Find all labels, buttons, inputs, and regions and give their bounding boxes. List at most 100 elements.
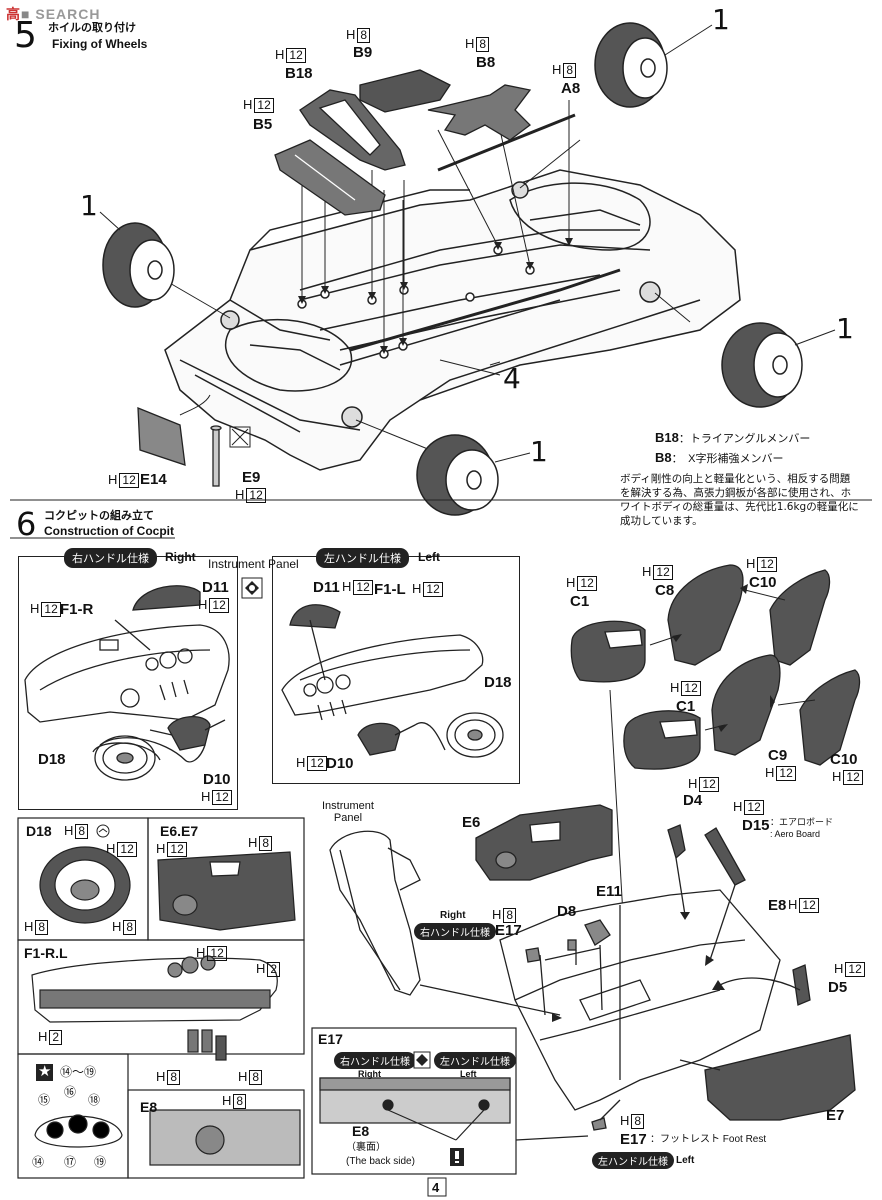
rhd-d18-label: D18 — [38, 751, 66, 768]
c1a-label: C1 — [570, 593, 590, 610]
gauge-16: ⑯ — [64, 1085, 77, 1099]
e7-floor-label: E7 — [826, 1107, 845, 1124]
gauge-14: ⑭ — [32, 1155, 45, 1169]
b8-label: B8 — [476, 54, 496, 71]
b9-label: B9 — [353, 44, 373, 61]
chassis-drawing — [10, 22, 872, 516]
step5-title-en: Fixing of Wheels — [52, 37, 148, 51]
detail-d18-title: D18 — [26, 823, 52, 839]
a8-label: A8 — [561, 80, 581, 97]
watermark: 高■ SEARCH — [6, 6, 101, 22]
b5-label: B5 — [253, 116, 273, 133]
wheel-callout-2: 1 — [80, 189, 98, 222]
note-b8: B8： X字形補強メンバー — [655, 450, 784, 465]
glue-icon — [450, 1148, 464, 1166]
detail-e8-title: E8 — [140, 1099, 158, 1115]
step6-title-underline — [10, 537, 175, 539]
e6-label: E6 — [462, 814, 481, 831]
d8-label: D8 — [557, 903, 577, 920]
gauges-star: ★ — [36, 1063, 54, 1081]
detail-e17-title: E17 — [318, 1031, 343, 1047]
note-box: B18：トライアングルメンバー B8： X字形補強メンバー ボディ剛性の向上と軽… — [620, 420, 864, 528]
step6-number: 6 — [16, 505, 37, 543]
step5-number: 5 — [14, 15, 37, 56]
lhd-pill: 左ハンドル仕様 — [316, 548, 409, 568]
detail-e17-e8: E8 — [352, 1123, 370, 1139]
d4-label: D4 — [683, 792, 703, 809]
d15-en: : Aero Board — [770, 829, 821, 839]
detail-e17-right-pill: 右ハンドル仕様 — [334, 1052, 416, 1069]
footrest-label: ：フットレスト Foot Rest — [650, 1134, 767, 1145]
body-callout-4: 4 — [503, 362, 521, 395]
c8-label: C8 — [655, 582, 675, 599]
rhd-d11-label: D11 — [202, 579, 229, 596]
page-number: 4 — [432, 1180, 440, 1195]
wheel-callout-3: 1 — [836, 312, 854, 345]
lhd-d18-label: D18 — [484, 674, 512, 691]
note-body: ボディ剛性の向上と軽量化という、相反する問題を解決する為、高張力鋼板が各部に使用… — [620, 473, 859, 527]
step6-title-en: Construction of Cocpit — [44, 524, 174, 538]
rhd-d10-label: D10 — [203, 771, 231, 788]
e17b-label: E17 — [620, 1131, 647, 1148]
gauge-15: ⑮ — [38, 1093, 51, 1107]
d15-label: D15 — [742, 817, 770, 834]
detail-e17-back-jp: （裏面） — [346, 1142, 386, 1153]
lhd-d10-label: D10 — [326, 755, 354, 772]
detail-e17-right: Right — [358, 1069, 381, 1079]
floor-e17-label: E17 — [495, 922, 522, 939]
floor-left-pill: 左ハンドル仕様 — [592, 1152, 674, 1169]
e8-floor-label: E8 — [768, 897, 787, 914]
lhd-f1l-label: F1-L — [374, 581, 406, 598]
e11-label: E11 — [596, 883, 622, 900]
d5-label: D5 — [828, 979, 848, 996]
rhd-label: Right — [165, 550, 196, 564]
rhd-f1r-label: F1-R — [60, 601, 94, 618]
c10a-label: C10 — [749, 574, 777, 591]
floor-right-small: Right — [440, 910, 466, 921]
gauge-17: ⑰ — [64, 1155, 77, 1169]
c10b-label: C10 — [830, 751, 858, 768]
e14-label: E14 — [140, 471, 167, 488]
gauge-19: ⑲ — [94, 1155, 107, 1169]
detail-e6e7-title: E6.E7 — [160, 823, 199, 839]
lhd-d11-label: D11 — [313, 579, 340, 596]
rhd-pill: 右ハンドル仕様 — [64, 548, 157, 568]
lhd-label: Left — [418, 550, 440, 564]
step6-title-jp: コクピットの組み立て — [44, 510, 154, 522]
detail-e17-left: Left — [460, 1069, 477, 1079]
gauge-18: ⑱ — [88, 1093, 101, 1107]
step5-title-jp: ホイルの取り付け — [48, 22, 136, 34]
floor-right-pill: 右ハンドル仕様 — [414, 923, 496, 940]
d15-jp: ：エアロボード — [770, 817, 834, 827]
b18-label: B18 — [285, 65, 313, 82]
